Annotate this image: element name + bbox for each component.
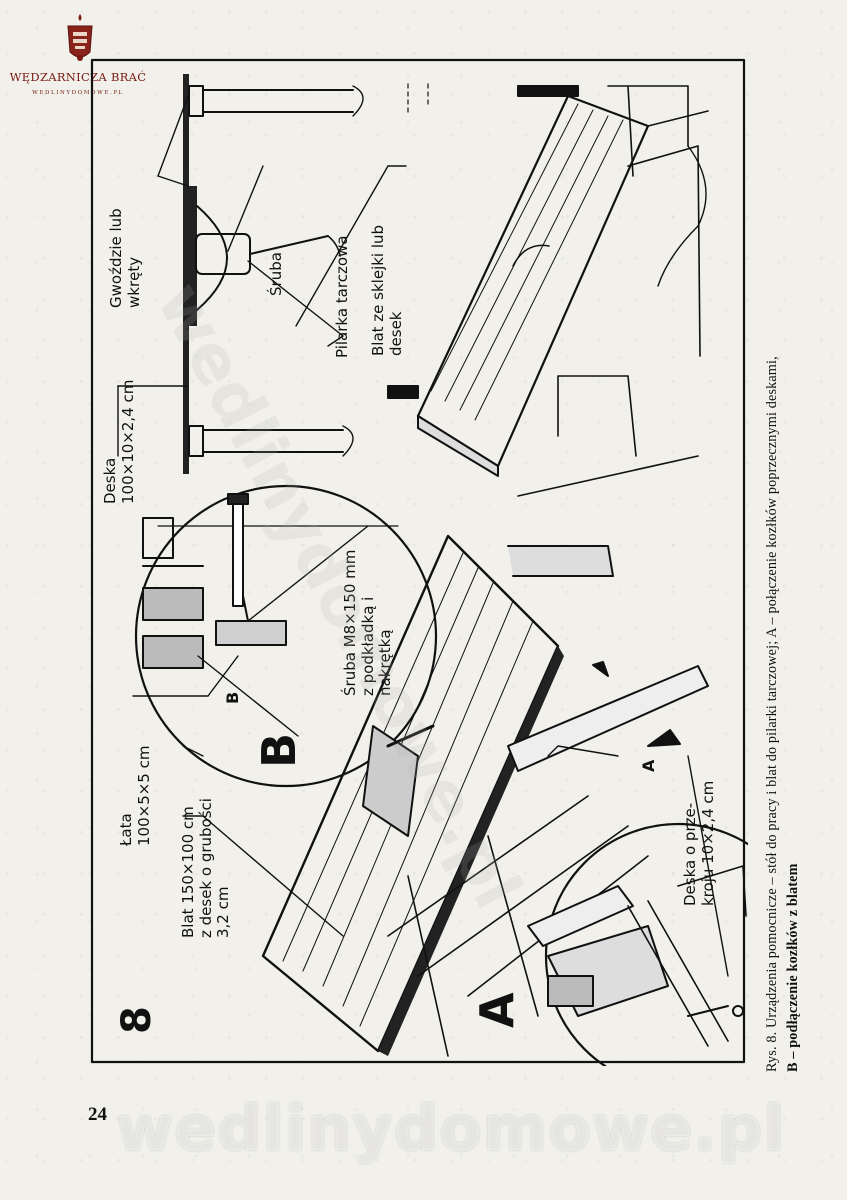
label-gwozdzie: Gwoździe lub wkręty bbox=[107, 208, 143, 308]
figure-caption: Rys. 8. Urządzenia pomocnicze – stół do … bbox=[762, 52, 804, 1072]
marker-a: A bbox=[470, 992, 524, 1028]
caption-line-2: B – podłączenie kozłków z blatem bbox=[785, 863, 801, 1072]
site-logo[interactable]: WĘDZARNICZA BRAĆ WEDLINYDOMOWE.PL bbox=[8, 6, 148, 102]
label-deska-przekroju: Deska o prze- kroju 10×2,4 cm bbox=[681, 780, 717, 906]
label-blat-150: Blat 150×100 cm z desek o grubości 3,2 c… bbox=[179, 798, 233, 938]
small-marker-b: B bbox=[223, 691, 242, 704]
detail-b-circle bbox=[134, 484, 438, 788]
footer-watermark: wedlinydomowe.pl bbox=[116, 1092, 786, 1165]
saw-table-section bbox=[117, 74, 429, 474]
caption-line-1: Rys. 8. Urządzenia pomocnicze – stół do … bbox=[764, 356, 780, 1072]
logo-name: WĘDZARNICZA BRAĆ bbox=[9, 70, 147, 84]
label-lata: Łata 100×5×5 cm bbox=[117, 745, 153, 846]
label-pilarka: Pilarka tarczowa bbox=[333, 235, 351, 358]
logo-url: WEDLINYDOMOWE.PL bbox=[32, 90, 124, 96]
small-marker-a: A bbox=[639, 759, 658, 772]
figure-8: 8 A B A B Gwoździe lub wkręty Śruba Pila… bbox=[88, 56, 748, 1066]
page-number: 24 bbox=[88, 1104, 107, 1125]
saw-table-perspective bbox=[387, 85, 709, 497]
figure-drawing bbox=[90, 58, 748, 1066]
marker-b: B bbox=[252, 732, 306, 768]
workbench-perspective bbox=[261, 534, 709, 1057]
label-sruba: Śruba bbox=[267, 252, 285, 296]
label-blat-klejki: Blat ze sklejki lub desek bbox=[369, 224, 405, 356]
detail-a-circle bbox=[527, 755, 748, 1066]
figure-number: 8 bbox=[114, 1006, 160, 1034]
crest-icon bbox=[67, 14, 93, 61]
label-deska-top: Deska 100×10×2,4 cm bbox=[101, 379, 137, 504]
